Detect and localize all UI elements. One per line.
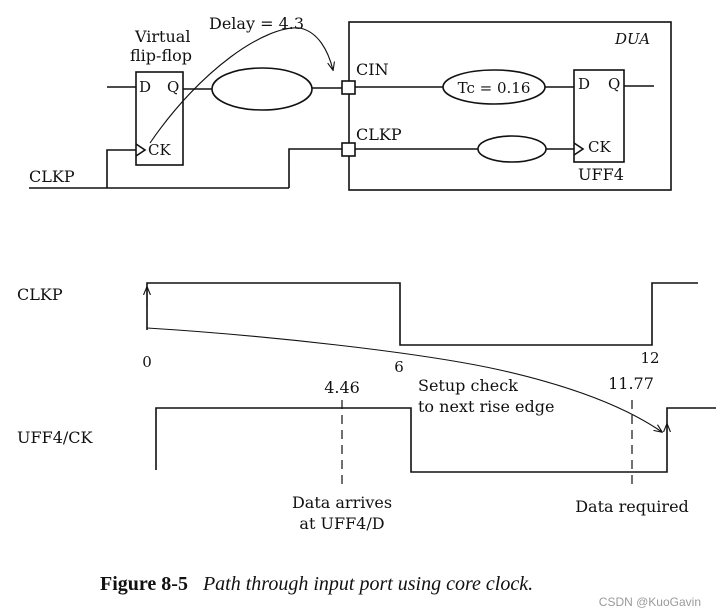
virtual-ff-pin-d: D (139, 78, 151, 96)
virtual-ff-clock-triangle (135, 143, 147, 157)
delay-arrow (149, 27, 333, 144)
figure-number: Figure 8-5 (100, 573, 188, 595)
uff4-pin-q: Q (608, 75, 620, 93)
cin-port (341, 80, 356, 95)
clkp-port (341, 142, 356, 157)
uff4-pin-ck: CK (588, 138, 611, 156)
clkp-to-virtual-ff-wire (106, 149, 136, 188)
clock-buffer-cloud (477, 135, 547, 163)
delay-cloud (211, 67, 313, 111)
tick-label-0: 0 (142, 353, 152, 371)
setup-note-line2: to next rise edge (418, 397, 554, 416)
cin-label: CIN (356, 60, 389, 79)
csdn-watermark: CSDN @KuoGavin (599, 595, 701, 609)
delay-label: Delay = 4.3 (209, 14, 304, 33)
timing-labels: CLKP UFF4/CK 0 6 12 4.46 11.77 Setup che… (17, 285, 689, 533)
uff4-label: UFF4 (578, 165, 624, 184)
setup-check-arrow (146, 327, 662, 432)
schematic-labels: Virtual flip-flop Delay = 4.3 D Q CK CLK… (29, 14, 650, 186)
figure-title: Path through input port using core clock… (202, 573, 533, 595)
uff4-flip-flop (573, 69, 625, 163)
uff4ck-waveform (155, 407, 716, 473)
clkp-port-label: CLKP (356, 125, 402, 144)
dua-label: DUA (614, 30, 650, 48)
setup-note-line1: Setup check (418, 376, 518, 395)
virtual-ff-label-line2: flip-flop (130, 46, 192, 65)
arrival-value-label: 4.46 (324, 378, 360, 397)
virtual-ff-label-line1: Virtual (134, 27, 190, 46)
timing-diagram (146, 282, 716, 485)
virtual-flip-flop (135, 71, 184, 166)
clkp-waveform (146, 282, 698, 346)
tick-label-12: 12 (640, 349, 659, 367)
virtual-ff-pin-q: Q (167, 78, 179, 96)
uff4-pin-d: D (578, 75, 590, 93)
clkp-row-label: CLKP (17, 285, 63, 304)
clkp-input-label: CLKP (29, 167, 75, 186)
virtual-ff-pin-ck: CK (148, 141, 171, 159)
required-value-label: 11.77 (608, 374, 654, 393)
dua-boundary (348, 21, 672, 191)
tick-label-6: 6 (394, 358, 404, 376)
arrival-note-line1: Data arrives (292, 493, 392, 512)
tc-label: Tc = 0.16 (458, 79, 531, 97)
arrival-note-line2: at UFF4/D (299, 514, 384, 533)
required-note: Data required (575, 497, 689, 516)
clkp-to-port-wire (288, 148, 342, 188)
uff4-clock-triangle (573, 142, 585, 156)
schematic (29, 21, 672, 191)
uff4ck-row-label: UFF4/CK (17, 428, 94, 447)
figure-caption: Figure 8-5 Path through input port using… (100, 573, 533, 595)
